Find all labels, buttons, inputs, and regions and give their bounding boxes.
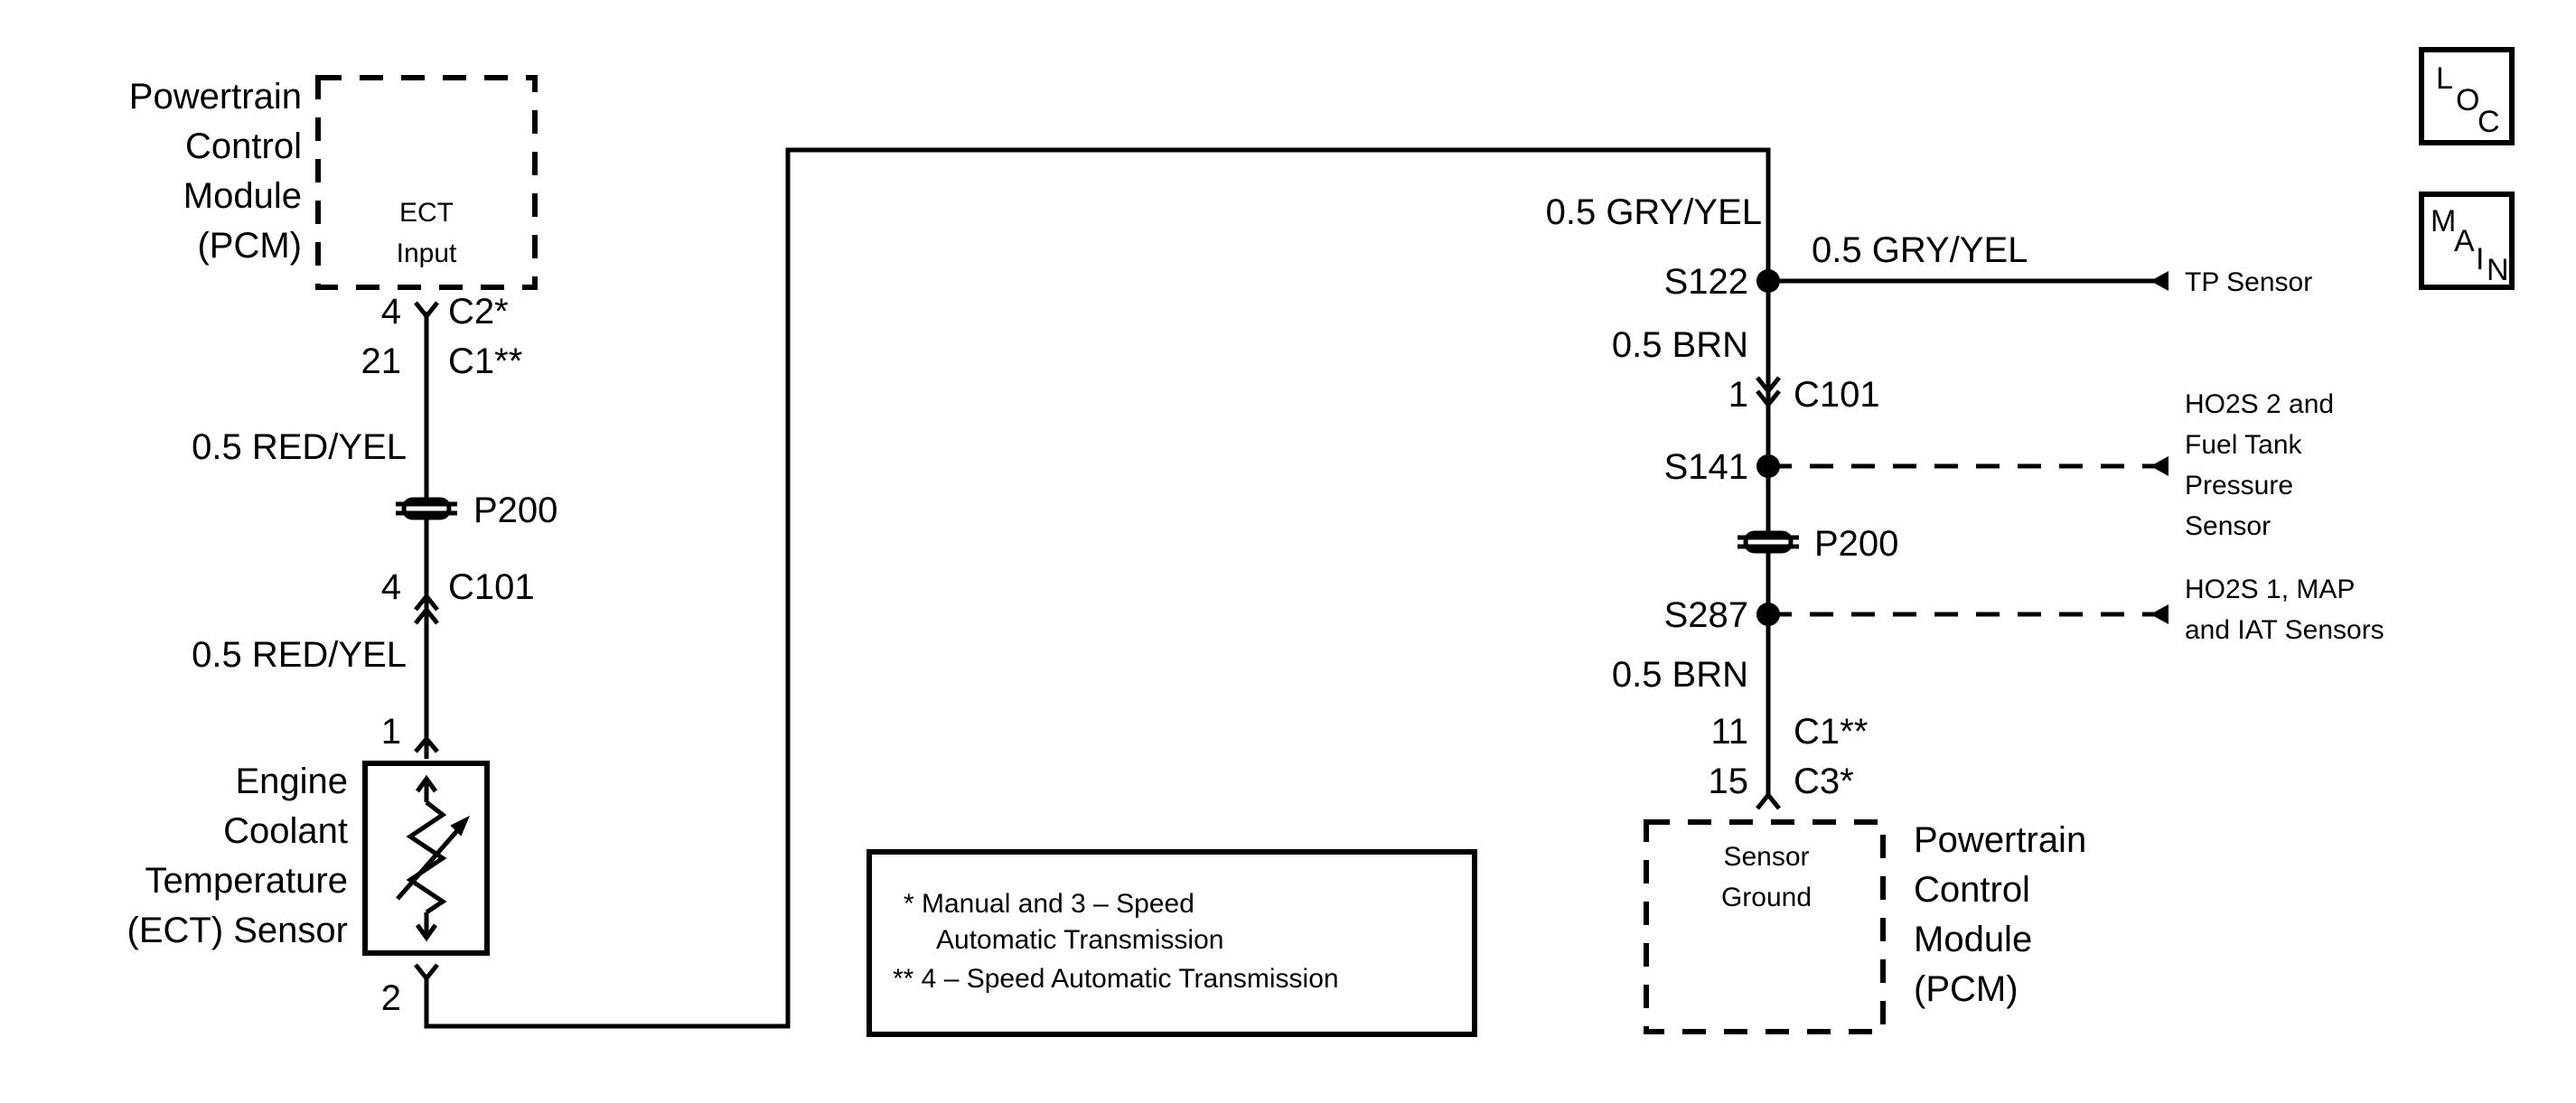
ect-name-1: Engine [235,762,348,801]
right-pcm-name-2: Control [1914,870,2030,910]
main-icon[interactable]: M A I N [2419,192,2515,290]
left-c101-connector-lower-icon [414,605,439,625]
legend-line-3: ** 4 – Speed Automatic Transmission [893,964,1339,994]
svg-text:N: N [2487,253,2509,287]
loc-icon[interactable]: L O C [2419,47,2515,145]
left-c101-connector-upper-icon [414,592,439,612]
left-pcm-circuit-1: ECT [399,198,454,228]
right-p200-connector-icon [1738,530,1799,554]
left-c2-connector-icon [414,301,439,321]
legend-box [866,849,1477,1037]
ho2s2-line-4: Sensor [2185,511,2271,541]
right-pcm-name-1: Powertrain [1914,820,2086,860]
left-pcm-box [315,75,538,290]
left-p200-connector-icon [396,497,457,520]
thermistor-icon [396,774,470,942]
ect-name-2: Coolant [223,811,348,851]
right-pcm-name-3: Module [1914,920,2032,959]
left-conn-c1: C1** [448,341,522,381]
left-wire-top-label: 0.5 RED/YEL [192,427,407,467]
tp-sensor-label: TP Sensor [2185,267,2312,297]
svg-text:C: C [2478,105,2500,139]
right-pcm-circuit-1: Sensor [1723,842,1809,872]
s287-label: S287 [1664,595,1748,635]
right-pcm-box [1644,819,1886,1034]
svg-text:M: M [2431,204,2456,238]
ect-name-4: (ECT) Sensor [127,911,349,950]
right-wire-brn-1: 0.5 BRN [1612,325,1748,365]
right-conn-c1: C1** [1794,712,1868,752]
left-wire-bottom-label: 0.5 RED/YEL [192,635,407,675]
right-pin-c3: 15 [1709,762,1749,801]
right-c1-connector-icon [1756,790,1781,810]
left-sensor-pin-2: 2 [381,978,401,1018]
legend-line-1: * Manual and 3 – Speed [904,889,1194,919]
branch-wire-label: 0.5 GRY/YEL [1812,230,2028,270]
svg-text:O: O [2456,83,2479,117]
left-p200-label: P200 [473,491,557,530]
legend-line-2: Automatic Transmission [936,925,1223,955]
right-conn-c101: C101 [1794,375,1880,415]
left-pcm-circuit-2: Input [397,238,457,268]
svg-text:L: L [2436,61,2453,96]
ho2s2-line-1: HO2S 2 and [2185,389,2334,419]
ect-sensor-box [362,761,490,956]
left-sensor-pin-1: 1 [381,712,401,752]
ho2s2-line-3: Pressure [2185,471,2293,500]
s141-label: S141 [1664,447,1748,487]
right-pcm-name-4: (PCM) [1914,969,2019,1009]
right-conn-c3: C3* [1794,762,1854,801]
right-pin-c101: 1 [1728,375,1748,415]
ho2s2-line-2: Fuel Tank [2185,430,2303,460]
ho2s1-line-2: and IAT Sensors [2185,615,2384,645]
left-pin-c101: 4 [381,567,401,607]
right-c101-connector-upper-icon [1756,376,1781,396]
ect-pin2-connector-icon [414,963,439,983]
left-pin-c2: 4 [381,292,401,332]
tp-sensor-arrow-icon [2150,271,2169,291]
left-pcm-name-2: Control [185,126,302,166]
left-conn-c2: C2* [448,292,509,332]
left-pcm-name-4: (PCM) [197,226,302,266]
left-conn-c101: C101 [448,567,535,607]
ho2s2-arrow-icon [2150,456,2169,476]
right-p200-label: P200 [1814,524,1898,564]
left-pin-c1: 21 [361,341,402,381]
left-pcm-name-3: Module [183,176,302,216]
svg-text:A: A [2454,224,2475,258]
svg-text:I: I [2476,242,2484,276]
s122-label: S122 [1664,262,1748,302]
ho2s1-arrow-icon [2150,604,2169,624]
right-wire-top-label: 0.5 GRY/YEL [1546,192,1762,232]
left-pcm-name-1: Powertrain [129,77,302,117]
right-pin-c1: 11 [1710,712,1748,752]
ho2s1-line-1: HO2S 1, MAP [2185,575,2355,604]
right-pcm-circuit-2: Ground [1721,883,1812,912]
right-c101-connector-lower-icon [1756,389,1781,409]
ground-return-wire [424,147,1771,1029]
left-sensor-pin1-connector-icon [414,735,439,753]
ect-name-3: Temperature [145,861,348,901]
right-wire-brn-2: 0.5 BRN [1612,655,1748,695]
